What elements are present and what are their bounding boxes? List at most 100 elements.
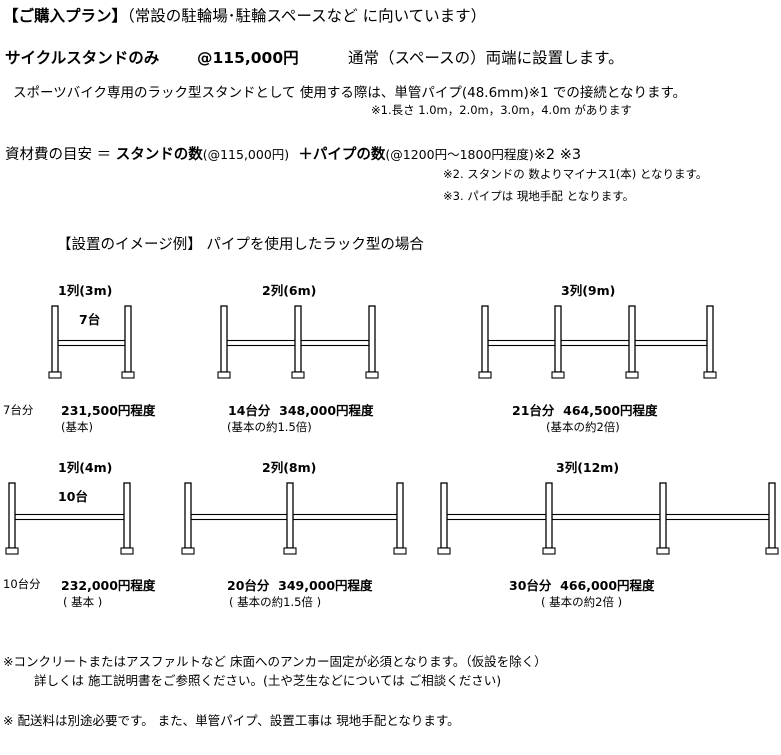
row1-rack-3-stand-post-1 — [481, 305, 489, 373]
row1-rack-2-stand-base-2 — [291, 371, 305, 379]
row2-rack-2-stand-base-1 — [181, 547, 195, 555]
row1-price-3: 464,500円程度 — [563, 403, 658, 418]
estimate-plus: ＋ — [298, 147, 313, 163]
row1-rack-3-pipe-1 — [487, 339, 556, 347]
row2-rack-2-stand-base-3 — [393, 547, 407, 555]
header: 【ご購入プラン】（常設の駐輪場･駐輪スペースなど に向いています） — [3, 4, 486, 26]
estimate-pipe-price: (@1200円～1800円程度) — [385, 147, 534, 162]
row1-rack-3-pipe-2 — [560, 339, 630, 347]
row1-rack-2-stand-post-1 — [220, 305, 228, 373]
row2-rack-2-stand-post-2 — [286, 482, 294, 549]
row1-rack-3-stand-base-4 — [703, 371, 717, 379]
footer-line-2: 詳しくは 施工説明書をご参照ください。(土や芝生などについては ご相談ください) — [34, 673, 502, 688]
row2-rack-1-stand-base-1 — [5, 547, 19, 555]
row2-rack-1-stand-base-2 — [120, 547, 134, 555]
row2-rack-3-stand-post-1 — [440, 482, 448, 549]
row1-inline-count: 7台 — [79, 312, 101, 327]
row2-rack-3-pipe-3 — [665, 513, 770, 521]
row2-sub-3: ( 基本の約2倍 ) — [541, 595, 623, 609]
row2-rack-2-stand-post-1 — [184, 482, 192, 549]
row1-rack-2-stand-base-3 — [365, 371, 379, 379]
plan-name: サイクルスタンドのみ — [5, 49, 160, 67]
row2-rack-1-stand-post-1 — [8, 482, 16, 549]
row2-count-2: 20台分 349,000円程度 — [227, 575, 373, 594]
row1-rack-1-pipe-1 — [57, 339, 126, 347]
estimate-note3: ※3. パイプは 現地手配 となります。 — [443, 189, 635, 203]
row1-rack-2-pipe-1 — [226, 339, 296, 347]
row2-rack-3-stand-base-2 — [542, 547, 556, 555]
header-subtitle: （常設の駐輪場･駐輪スペースなど に向いています） — [127, 7, 487, 25]
row1-rack-2-stand-post-3 — [368, 305, 376, 373]
row2-count-3: 30台分 466,000円程度 — [509, 575, 655, 594]
estimate-label: 資材費の目安 ＝ — [5, 147, 116, 163]
row1-sub-3: (基本の約2倍) — [546, 420, 620, 434]
row2-config-label-3: 3列(12m) — [556, 460, 620, 475]
row1-rack-1-stand-post-2 — [124, 305, 132, 373]
row1-rack-2-stand-post-2 — [294, 305, 302, 373]
row1-config-label-1: 1列(3m) — [58, 283, 113, 298]
row1-sub-2: (基本の約1.5倍) — [227, 420, 312, 434]
estimate-stand-label: スタンドの数 — [115, 147, 203, 163]
row2-rack-3-pipe-2 — [551, 513, 661, 521]
header-title: 【ご購入プラン】 — [3, 7, 128, 25]
row1-count-3-value: 21台分 — [512, 403, 555, 418]
estimate-pipe-label: パイプの数 — [312, 147, 386, 163]
row2-config-label-1: 1列(4m) — [58, 460, 113, 475]
row1-sub-1: (基本) — [61, 420, 93, 434]
row2-price-1: 232,000円程度 — [61, 578, 156, 593]
row2-config-label-2: 2列(8m) — [262, 460, 317, 475]
row2-rack-2-stand-post-3 — [396, 482, 404, 549]
row2-sub-2: ( 基本の約1.5倍 ) — [229, 595, 322, 609]
example-title: 【設置のイメージ例】 パイプを使用したラック型の場合 — [57, 237, 424, 253]
row2-side-count: 10台分 — [3, 577, 41, 591]
row1-rack-2-pipe-2 — [300, 339, 370, 347]
row1-rack-3-stand-base-1 — [478, 371, 492, 379]
row1-config-label-2: 2列(6m) — [262, 283, 317, 298]
description-main: スポーツバイク専用のラック型スタンドとして 使用する際は、単管パイプ(48.6m… — [13, 85, 687, 101]
row1-rack-3-stand-post-2 — [554, 305, 562, 373]
row2-rack-3-stand-base-1 — [437, 547, 451, 555]
row2-rack-3-stand-post-4 — [768, 482, 776, 549]
row2-rack-3-stand-base-4 — [765, 547, 779, 555]
row2-rack-1-stand-post-2 — [123, 482, 131, 549]
row2-inline-count: 10台 — [58, 489, 88, 504]
row1-rack-3-pipe-3 — [634, 339, 708, 347]
row1-config-label-3: 3列(9m) — [561, 283, 616, 298]
row1-count-2: 14台分 348,000円程度 — [228, 400, 374, 419]
row1-rack-1-stand-base-2 — [121, 371, 135, 379]
row2-rack-3-pipe-1 — [446, 513, 547, 521]
row1-rack-1-stand-post-1 — [51, 305, 59, 373]
row1-price-2: 348,000円程度 — [279, 403, 374, 418]
row2-price-2: 349,000円程度 — [278, 578, 373, 593]
row1-side-count: 7台分 — [3, 403, 34, 417]
row1-rack-3-stand-post-4 — [706, 305, 714, 373]
estimate-note2: ※2. スタンドの 数よりマイナス1(本) となります。 — [443, 167, 708, 181]
plan-price: @115,000円 — [197, 49, 299, 67]
row1-price-1: 231,500円程度 — [61, 403, 156, 418]
row2-sub-1: ( 基本 ) — [63, 595, 103, 609]
estimate-refs: ※2 ※3 — [533, 147, 582, 163]
row2-rack-2-pipe-2 — [292, 513, 398, 521]
estimate-stand-price: (@115,000円) — [202, 147, 290, 162]
row1-rack-1-stand-base-1 — [48, 371, 62, 379]
row2-count-3-value: 30台分 — [509, 578, 552, 593]
row2-rack-1-pipe-1 — [14, 513, 125, 521]
description-note1: ※1.長さ 1.0m，2.0m，3.0m，4.0m があります — [371, 103, 632, 117]
row1-count-3: 21台分 464,500円程度 — [512, 400, 658, 419]
row1-count-2-value: 14台分 — [228, 403, 271, 418]
estimate-line: 資材費の目安 ＝ スタンドの数(@115,000円) ＋パイプの数(@1200円… — [5, 143, 581, 164]
row2-count-2-value: 20台分 — [227, 578, 270, 593]
plan-note: 通常（スペースの）両端に設置します。 — [348, 49, 624, 67]
row2-rack-3-stand-post-2 — [545, 482, 553, 549]
row2-rack-3-stand-base-3 — [656, 547, 670, 555]
row2-rack-2-pipe-1 — [190, 513, 288, 521]
row1-rack-2-stand-base-1 — [217, 371, 231, 379]
row2-price-3: 466,000円程度 — [560, 578, 655, 593]
footer-line-1: ※コンクリートまたはアスファルトなど 床面へのアンカー固定が必須となります。（仮… — [3, 654, 547, 669]
row2-rack-2-stand-base-2 — [283, 547, 297, 555]
row2-rack-3-stand-post-3 — [659, 482, 667, 549]
row1-rack-3-stand-base-3 — [625, 371, 639, 379]
row1-rack-3-stand-post-3 — [628, 305, 636, 373]
footer-line-3: ※ 配送料は別途必要です。 また、単管パイプ、設置工事は 現地手配となります。 — [3, 713, 460, 728]
